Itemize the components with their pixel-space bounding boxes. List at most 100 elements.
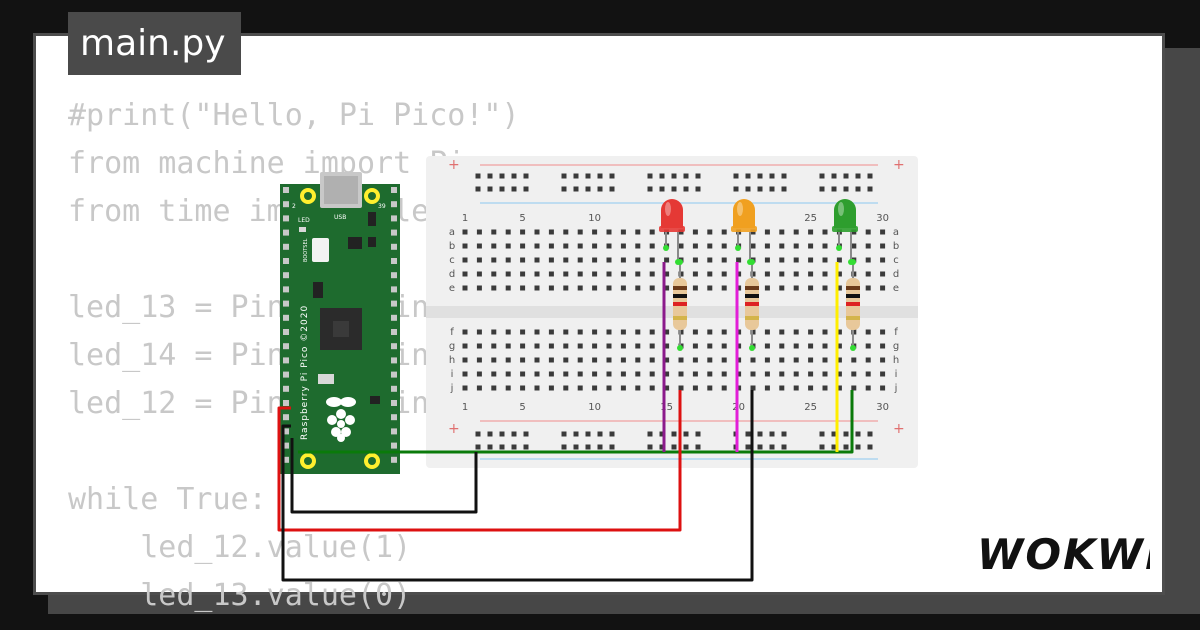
breadboard-hole [865, 343, 871, 349]
pico-pin[interactable] [283, 286, 289, 293]
pico-pin[interactable] [283, 385, 289, 392]
breadboard-hole [692, 285, 698, 291]
wire-black[interactable] [281, 390, 754, 582]
pico-pin[interactable] [283, 442, 289, 449]
breadboard-hole [736, 285, 742, 291]
pico-pin[interactable] [391, 385, 397, 392]
components[interactable] [659, 199, 860, 351]
breadboard-hole [548, 371, 554, 377]
resistor[interactable] [846, 259, 860, 351]
pico-pin[interactable] [283, 243, 289, 250]
breadboard-hole [865, 271, 871, 277]
pico-pin[interactable] [391, 229, 397, 236]
breadboard-hole [534, 229, 540, 235]
pico-pin[interactable] [283, 229, 289, 236]
pico-pin[interactable] [283, 215, 289, 222]
column-label: 30 [876, 213, 889, 224]
breadboard-hole [808, 371, 814, 377]
breadboard-hole [476, 271, 482, 277]
pico-pin[interactable] [283, 314, 289, 321]
pico-pin[interactable] [283, 201, 289, 208]
breadboard-hole [836, 257, 842, 263]
breadboard-hole [563, 229, 569, 235]
breadboard-hole [880, 385, 886, 391]
breadboard-hole [577, 357, 583, 363]
rail-hole [487, 431, 493, 437]
pico-pin[interactable] [391, 201, 397, 208]
breadboard-hole [635, 257, 641, 263]
pico-pin[interactable] [391, 272, 397, 279]
breadboard-hole [606, 371, 612, 377]
breadboard-hole [692, 257, 698, 263]
pico-pin[interactable] [283, 428, 289, 435]
pico-pin[interactable] [391, 400, 397, 406]
wire-green[interactable] [298, 390, 854, 454]
resistor[interactable] [745, 259, 759, 351]
pico-pin[interactable] [283, 300, 289, 307]
pico-pin[interactable] [283, 272, 289, 279]
raspberry-pi-pico[interactable]: LED USB 2 39 BOOTSEL Raspberry Pi Pico ©… [280, 172, 400, 474]
pico-pin[interactable] [391, 300, 397, 307]
breadboard-hole [721, 357, 727, 363]
bootsel-button[interactable] [312, 238, 329, 262]
wire-red[interactable] [277, 390, 682, 532]
rail-hole [585, 431, 591, 437]
rail-hole [597, 186, 603, 192]
breadboard-hole [620, 285, 626, 291]
pico-pin[interactable] [391, 456, 397, 463]
resistor[interactable] [673, 259, 687, 351]
breadboard-hole [764, 229, 770, 235]
rail-hole [781, 444, 787, 450]
pico-pin[interactable] [283, 414, 289, 421]
pico-pin[interactable] [283, 371, 289, 378]
pico-pin[interactable] [391, 442, 397, 449]
pico-pin[interactable] [391, 343, 397, 350]
breadboard-hole [491, 385, 497, 391]
pico-pin[interactable] [391, 258, 397, 264]
breadboard-hole [822, 385, 828, 391]
pico-pin[interactable] [283, 329, 289, 335]
pico-pin[interactable] [391, 357, 397, 364]
pico-pin[interactable] [283, 343, 289, 350]
breadboard-hole [635, 371, 641, 377]
wires[interactable] [277, 262, 854, 582]
breadboard-hole [779, 357, 785, 363]
pico-pin[interactable] [283, 357, 289, 364]
pico-pin[interactable] [391, 243, 397, 250]
filename-tab[interactable]: main.py [68, 12, 241, 75]
rail-hole [487, 173, 493, 179]
rail-hole [757, 173, 763, 179]
breadboard-hole [520, 229, 526, 235]
pico-pin[interactable] [283, 258, 289, 264]
pico-pin[interactable] [391, 414, 397, 421]
wire-black-gnd[interactable] [290, 438, 478, 514]
breadboard-hole [664, 285, 670, 291]
pico-pin[interactable] [391, 215, 397, 222]
breadboard-hole [779, 385, 785, 391]
breadboard-hole [534, 357, 540, 363]
pico-pin[interactable] [283, 400, 289, 406]
pico-pin[interactable] [391, 314, 397, 321]
pico-pin[interactable] [391, 187, 397, 193]
rail-hole [695, 186, 701, 192]
rail-hole [523, 186, 529, 192]
pico-pin[interactable] [283, 187, 289, 193]
led-orange[interactable] [731, 199, 757, 265]
rail-hole [475, 186, 481, 192]
pico-pin[interactable] [391, 329, 397, 335]
breadboard-hole [505, 343, 511, 349]
pico-pin[interactable] [283, 456, 289, 463]
pico-pin[interactable] [391, 428, 397, 435]
breadboard-hole [462, 343, 468, 349]
pico-pin[interactable] [391, 371, 397, 378]
code-line: while True: [68, 482, 267, 517]
breadboard-hole [592, 229, 598, 235]
breadboard-hole [534, 385, 540, 391]
raspberry-logo-icon [326, 397, 356, 442]
rail-hole [843, 173, 849, 179]
rail-hole [609, 444, 615, 450]
pico-pin[interactable] [391, 286, 397, 293]
breadboard-hole [476, 329, 482, 335]
breadboard-hole [534, 371, 540, 377]
